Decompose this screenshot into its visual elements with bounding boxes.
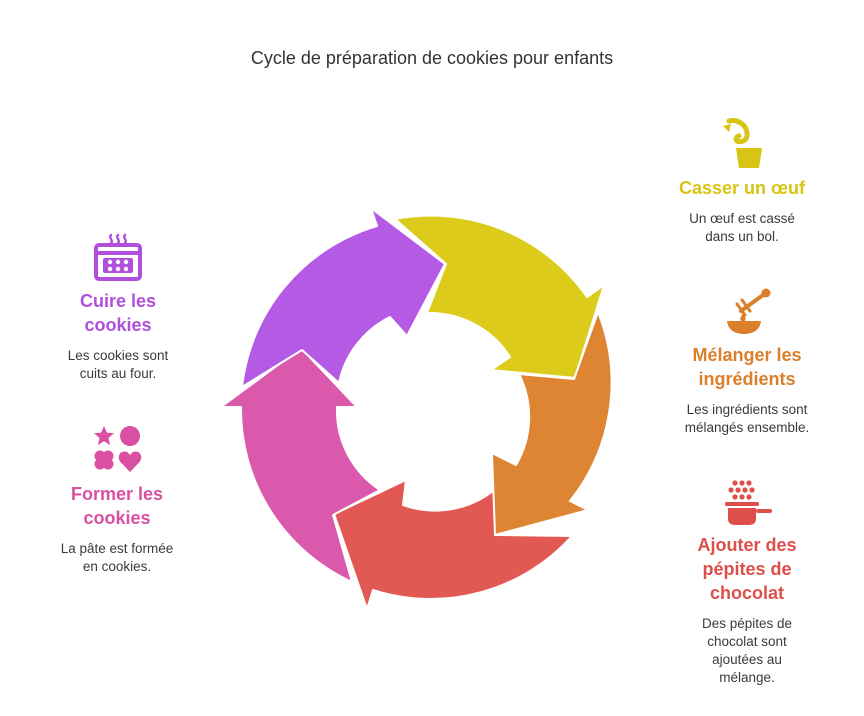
step-heading: Casser un œuf — [678, 178, 806, 198]
pot-chips-icon — [725, 480, 772, 525]
step-description: ajoutées au — [712, 652, 782, 667]
step-description: Un œuf est cassé — [689, 211, 795, 226]
step-heading: cookies — [83, 508, 151, 528]
arrow-segment-casser — [394, 214, 605, 379]
step-description: La pâte est formée — [60, 541, 174, 556]
egg-cracking-icon — [723, 118, 762, 168]
step-former-cookies: Former les cookies La pâte est formée en… — [42, 424, 192, 576]
shapes-icon — [94, 426, 142, 472]
step-description: dans un bol. — [705, 229, 779, 244]
step-melanger-ingredients: Mélanger les ingrédients Les ingrédients… — [662, 287, 832, 437]
arrow-segment-former — [220, 347, 381, 583]
step-heading: Former les — [70, 484, 164, 504]
step-heading: cookies — [84, 315, 152, 335]
step-description: en cookies. — [82, 559, 152, 574]
step-cuire-cookies: Cuire les cookies Les cookies sont cuits… — [48, 233, 188, 383]
honey-bowl-icon — [727, 288, 771, 334]
step-description: Les ingrédients sont — [686, 402, 808, 417]
step-description: Des pépites de — [701, 616, 793, 631]
step-heading: Ajouter des — [697, 535, 797, 555]
step-description: Les cookies sont — [67, 348, 169, 363]
step-heading: pépites de — [702, 559, 792, 579]
arrow-segment-pepites — [333, 479, 573, 610]
oven-icon — [94, 233, 142, 281]
step-description: mélange. — [719, 670, 775, 685]
step-heading: Mélanger les — [692, 345, 802, 365]
step-description: cuits au four. — [79, 366, 157, 381]
step-description: mélangés ensemble. — [684, 420, 810, 435]
step-casser-oeuf: Casser un œuf Un œuf est cassé dans un b… — [662, 118, 822, 246]
step-heading: Cuire les — [79, 291, 157, 311]
step-ajouter-pepites: Ajouter des pépites de chocolat Des pépi… — [662, 479, 832, 687]
arrow-segment-melanger — [491, 311, 613, 536]
page-title: Cycle de préparation de cookies pour enf… — [250, 48, 614, 68]
step-heading: ingrédients — [698, 369, 796, 389]
step-description: chocolat sont — [707, 634, 787, 649]
step-heading: chocolat — [709, 583, 784, 603]
arrow-segment-cuire — [241, 207, 446, 388]
